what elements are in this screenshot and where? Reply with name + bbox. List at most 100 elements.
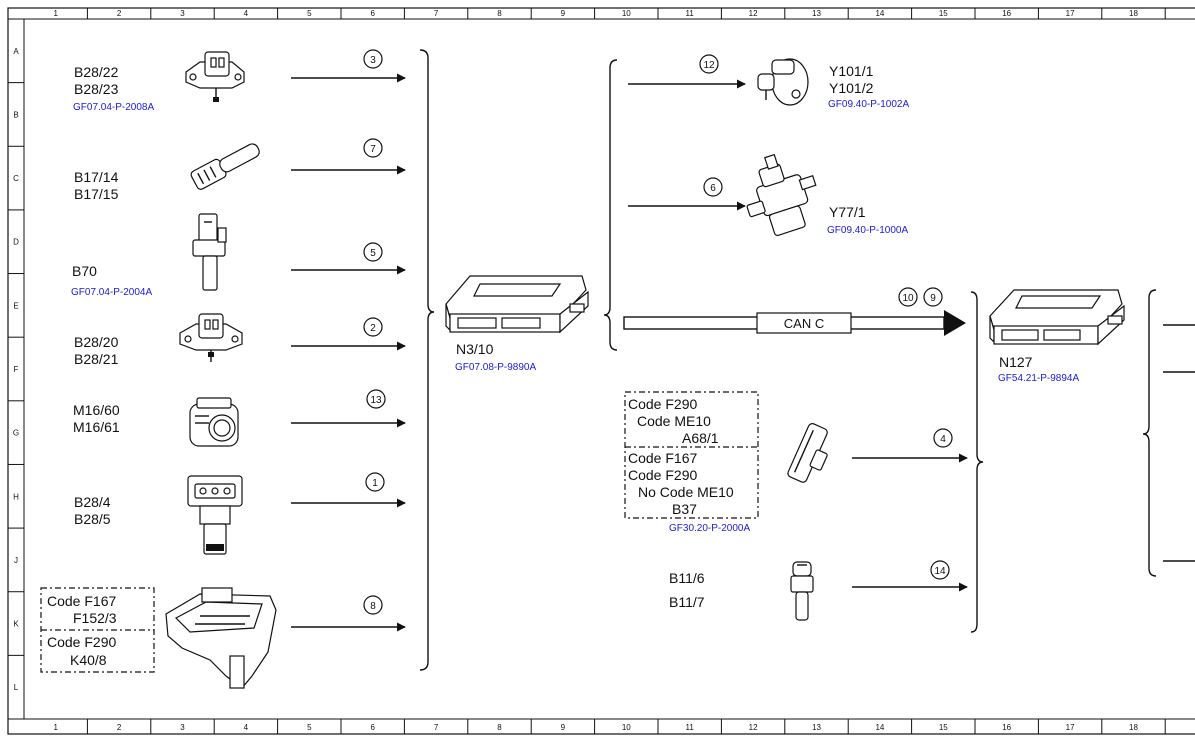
label-b28-5: B28/5: [74, 511, 111, 527]
grid-column-top-2: 2: [117, 9, 122, 18]
signal-marker-13: [366, 389, 386, 409]
grid-row-G: G: [13, 429, 19, 438]
label-f152-3: F152/3: [73, 610, 117, 626]
grid-column-top-18: 18: [1129, 9, 1138, 18]
grid-column-bottom-10: 10: [622, 723, 631, 732]
grid-column-top-15: 15: [939, 9, 948, 18]
label-b11-7: B11/7: [669, 594, 705, 610]
grid-column-top-7: 7: [434, 9, 439, 18]
grid-column-top-9: 9: [561, 9, 566, 18]
label-b11-6: B11/6: [669, 570, 705, 586]
grid-column-top-3: 3: [180, 9, 185, 18]
crankshaft-sensor-b70: B70 GF07.04-P-2004A: [71, 213, 227, 298]
signal-marker-9: [923, 287, 943, 307]
label-b28-21: B28/21: [74, 351, 119, 367]
grid-column-top-8: 8: [497, 9, 502, 18]
label-a68-1: A68/1: [682, 430, 719, 446]
signal-marker-2: [363, 317, 383, 337]
grid-column-bottom-1: 1: [53, 723, 58, 732]
pressure-sensor-b28-4: B28/4 B28/5: [74, 475, 243, 555]
grid-column-bottom-8: 8: [497, 723, 502, 732]
signal-number-6: 6: [710, 183, 716, 194]
grid-column-bottom-5: 5: [307, 723, 312, 732]
pressure-sensor-icon: [185, 51, 245, 102]
grid-row-L: L: [14, 683, 19, 692]
input-bracket-left: [419, 49, 435, 671]
grid-column-top-10: 10: [622, 9, 631, 18]
grid-row-A: A: [13, 47, 19, 56]
grid-column-top-13: 13: [812, 9, 821, 18]
label-no-code-me10: No Code ME10: [638, 484, 734, 500]
grid-column-bottom-12: 12: [749, 723, 758, 732]
grid-column-bottom-4: 4: [244, 723, 249, 732]
grid-column-bottom-3: 3: [180, 723, 185, 732]
output-bracket-n127: [1142, 289, 1157, 577]
grid-column-bottom-18: 18: [1129, 723, 1138, 732]
label-b28-23: B28/23: [74, 81, 119, 97]
label-b37: B37: [672, 501, 697, 517]
ref-gf07-04-p-2004a: GF07.04-P-2004A: [71, 287, 152, 298]
label-n3-10: N3/10: [456, 341, 494, 357]
can-c-bus: CAN C: [623, 310, 966, 336]
grid-column-top-11: 11: [686, 9, 695, 18]
temperature-sensor-icon: [790, 561, 814, 621]
pressure-sensor-b28-22: B28/22 B28/23 GF07.04-P-2008A: [73, 51, 245, 113]
ref-gf07-08-p-9890a: GF07.08-P-9890A: [455, 362, 536, 373]
valve-y101-1: Y101/1 Y101/2 GF09.40-P-1002A: [757, 58, 909, 110]
coolant-temp-sensor-b11-6: B11/6 B11/7: [669, 561, 814, 621]
signal-number-4: 4: [940, 434, 946, 445]
grid-row-D: D: [13, 238, 19, 247]
grid-row-K: K: [13, 620, 19, 629]
label-m16-61: M16/61: [73, 419, 120, 435]
signal-number-9: 9: [930, 293, 936, 304]
ref-gf09-40-p-1002a: GF09.40-P-1002A: [828, 99, 909, 110]
signal-marker-7: [363, 138, 383, 158]
label-b28-4: B28/4: [74, 494, 111, 510]
signal-number-8: 8: [370, 601, 376, 612]
label-b70: B70: [72, 263, 97, 279]
signal-number-3: 3: [370, 55, 376, 66]
grid-column-bottom-15: 15: [939, 723, 948, 732]
grid-column-bottom-7: 7: [434, 723, 439, 732]
signal-number-10: 10: [902, 293, 914, 304]
label-code-me10: Code ME10: [637, 413, 711, 429]
grid-column-top-5: 5: [307, 9, 312, 18]
grid-row-J: J: [14, 556, 18, 565]
powertrain-control-unit-n127: N127 GF54.21-P-9894A: [989, 289, 1125, 384]
vacuum-valve-y77-1: Y77/1 GF09.40-P-1000A: [746, 153, 908, 237]
grid-row-F: F: [14, 365, 19, 374]
pressure-sensor-icon: [179, 313, 243, 362]
label-m16-60: M16/60: [73, 402, 120, 418]
ref-gf09-40-p-1000a: GF09.40-P-1000A: [827, 225, 908, 236]
diagram-frame: [7, 7, 1195, 735]
signal-marker-4: [933, 428, 953, 448]
temperature-sensor-b17-14: B17/14 B17/15: [74, 143, 260, 202]
accelerator-pedal-icon: [787, 423, 828, 483]
signal-marker-1: [365, 472, 385, 492]
throttle-actuator-m16-60: M16/60 M16/61: [73, 397, 239, 447]
grid-row-B: B: [13, 110, 18, 119]
grid-column-bottom-6: 6: [370, 723, 375, 732]
label-code-f290: Code F290: [47, 634, 116, 650]
label-code-f290-a68: Code F290: [628, 396, 697, 412]
signal-number-5: 5: [370, 248, 376, 259]
grid-row-E: E: [13, 301, 18, 310]
signal-number-13: 13: [370, 395, 382, 406]
vacuum-valve-icon: [746, 153, 817, 237]
label-b17-15: B17/15: [74, 186, 119, 202]
fuse-box-f152-3: Code F167 F152/3 Code F290 K40/8: [40, 587, 277, 689]
crankshaft-sensor-icon: [192, 213, 227, 291]
output-bracket-n3-10: [603, 59, 618, 351]
grid-column-top-4: 4: [244, 9, 249, 18]
pressure-sensor-icon: [187, 475, 243, 555]
signal-marker-8: [363, 595, 383, 615]
grid-column-bottom-17: 17: [1066, 723, 1075, 732]
signal-marker-10: [898, 287, 918, 307]
pressure-sensor-b28-20: B28/20 B28/21: [74, 313, 243, 367]
accelerator-pedal-a68-1: Code F290 Code ME10 A68/1 Code F167 Code…: [624, 391, 828, 534]
signal-marker-12: [699, 54, 719, 74]
grid-column-top-17: 17: [1066, 9, 1075, 18]
